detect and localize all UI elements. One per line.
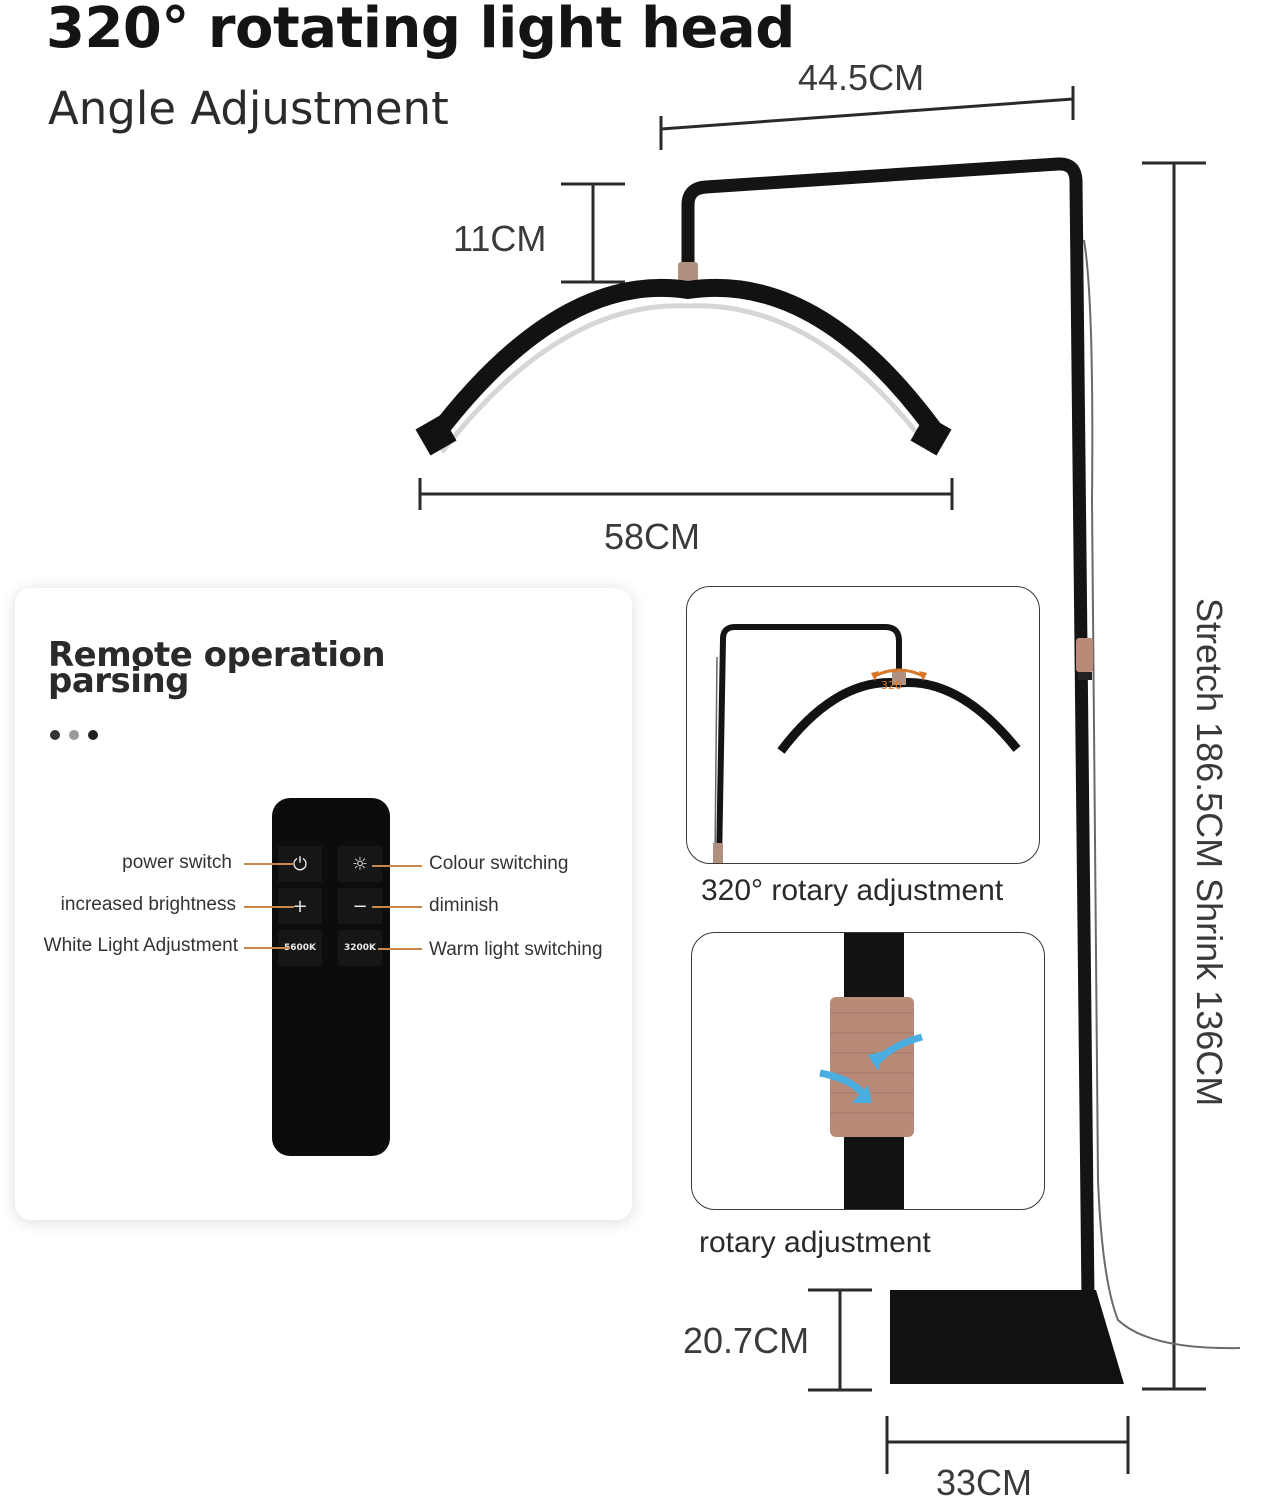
page-subtitle: Angle Adjustment (48, 82, 449, 135)
base-height-dimension-line (808, 1288, 872, 1392)
dot-1 (50, 730, 60, 740)
plus-button[interactable]: + (278, 888, 322, 924)
pole-collar (1076, 638, 1093, 672)
inset-320-rotary: 320 (686, 586, 1040, 864)
top-arm-dimension-line (659, 86, 1075, 150)
label-diminish: diminish (429, 895, 499, 916)
label-white-light: White Light Adjustment (43, 935, 238, 956)
base-height-dimension: 20.7CM (683, 1320, 810, 1361)
dot-3 (88, 730, 98, 740)
head-height-dimension-line (561, 182, 625, 284)
inset-rotary (691, 932, 1045, 1210)
height-dimensions: Stretch 186.5CM Shrink 136CM (1185, 598, 1233, 1106)
lamp-base (890, 1290, 1124, 1384)
label-warm-light: Warm light switching (429, 939, 603, 960)
head-height-dimension: 11CM (453, 218, 547, 259)
stretch-dimension: Stretch 186.5CM (1189, 598, 1230, 869)
card-dots (50, 730, 98, 740)
label-increased-brightness: increased brightness (60, 894, 236, 915)
remote-control: ⏻ ☼ + − 5600K 3200K (272, 798, 390, 1156)
top-arm-dimension: 44.5CM (798, 57, 925, 98)
remote-card-title: Remote operation parsing (48, 635, 386, 701)
dot-2 (69, 730, 79, 740)
label-power-switch: power switch (122, 852, 232, 873)
head-connector (678, 262, 698, 284)
page-title: 320° rotating light head (46, 0, 795, 61)
caption-rotary: rotary adjustment (699, 1226, 931, 1259)
lamp-frame (681, 157, 1095, 1301)
inset-320-art (713, 624, 1021, 863)
warm-3200k-button[interactable]: 3200K (338, 930, 382, 966)
power-cable (1083, 239, 1241, 1350)
caption-320-rotary: 320° rotary adjustment (701, 874, 1004, 907)
colour-switch-icon[interactable]: ☼ (338, 846, 382, 882)
rotation-320-badge: 320 (881, 679, 902, 692)
arc-width-dimension: 58CM (604, 516, 701, 557)
shrink-dimension: Shrink 136CM (1189, 878, 1230, 1107)
height-dimension-line (1142, 161, 1206, 1391)
arc-width-dimension-line (418, 478, 954, 510)
light-arc (424, 278, 948, 446)
base-width-dimension: 33CM (936, 1462, 1033, 1503)
inset-rotary-art (819, 933, 923, 1209)
base-width-dimension-line (885, 1416, 1130, 1474)
label-colour-switching: Colour switching (429, 853, 569, 874)
